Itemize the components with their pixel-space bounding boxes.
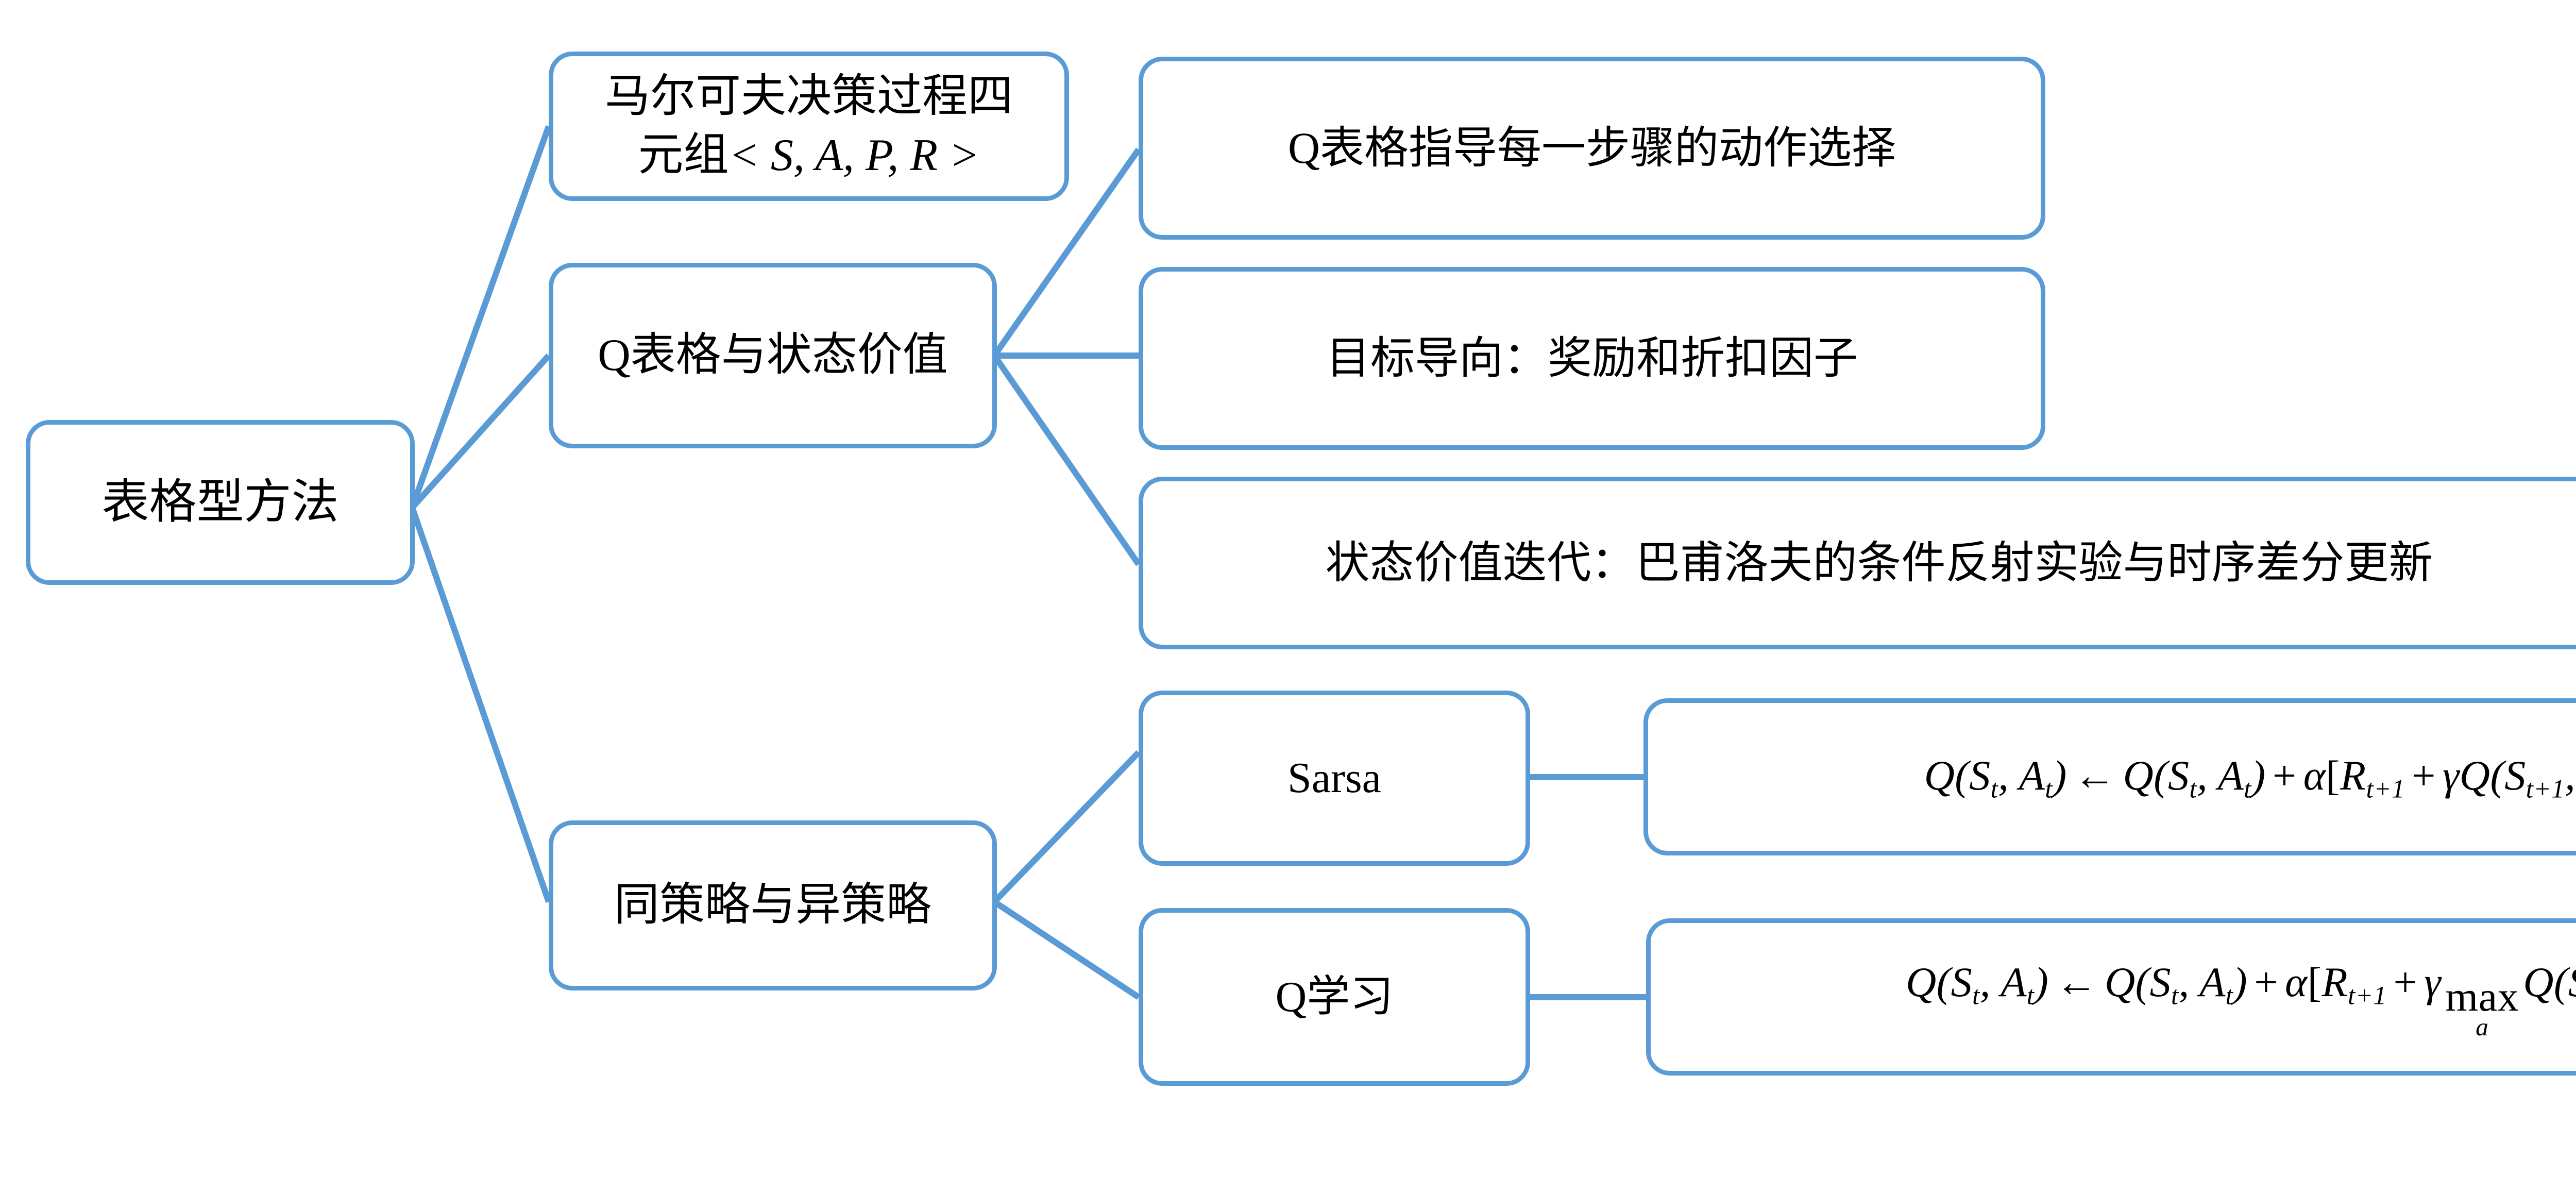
- node-q-learning-label: Q学习: [1275, 972, 1394, 1021]
- node-state-value-iteration-pavlov-td[interactable]: 状态价值迭代：巴甫洛夫的条件反射实验与时序差分更新: [1139, 477, 2576, 649]
- formula-sarsa: Q(St, At)←Q(St, At)+α[Rt+1+γQ(St+1, At+1…: [1924, 751, 2576, 803]
- node-q-table-child-2-label: 目标导向：奖励和折扣因子: [1326, 333, 1858, 383]
- node-q-table-label: Q表格与状态价值: [598, 330, 948, 380]
- link-root-to-qtable: [410, 353, 551, 510]
- node-q-table-child-3-label: 状态价值迭代：巴甫洛夫的条件反射实验与时序差分更新: [1325, 538, 2433, 587]
- node-sarsa-label: Sarsa: [1287, 754, 1381, 802]
- node-mdp-line1: 马尔可夫决策过程四: [604, 71, 1013, 122]
- node-mdp-text: 马尔可夫决策过程四 元组< S, A, P, R >: [567, 68, 1051, 186]
- link-qtable-to-child-3: [992, 354, 1141, 566]
- formula-q-learning: Q(St, At)←Q(St, At)+α[Rt+1+γmaxaQ(St+1, …: [1906, 958, 2576, 1041]
- node-q-table-guides-action-selection[interactable]: Q表格指导每一步骤的动作选择: [1139, 57, 2045, 240]
- node-q-table-state-value[interactable]: Q表格与状态价值: [549, 263, 997, 448]
- link-policy-to-qlearning: [992, 899, 1141, 1000]
- node-q-table-child-1-label: Q表格指导每一步骤的动作选择: [1287, 123, 1896, 173]
- node-mdp-line2-prefix: 元组: [638, 130, 729, 180]
- link-policy-to-sarsa: [992, 750, 1141, 904]
- node-root-label: 表格型方法: [101, 476, 339, 529]
- node-sarsa[interactable]: Sarsa: [1139, 691, 1530, 866]
- link-root-to-policy: [409, 507, 552, 903]
- node-root-tabular-methods[interactable]: 表格型方法: [26, 420, 415, 585]
- node-goal-oriented-reward-discount[interactable]: 目标导向：奖励和折扣因子: [1139, 267, 2045, 450]
- link-root-to-mdp: [409, 125, 552, 509]
- node-on-off-policy-label: 同策略与异策略: [614, 880, 931, 930]
- node-sarsa-update-formula[interactable]: Q(St, At)←Q(St, At)+α[Rt+1+γQ(St+1, At+1…: [1643, 698, 2576, 855]
- node-q-learning-update-formula[interactable]: Q(St, At)←Q(St, At)+α[Rt+1+γmaxaQ(St+1, …: [1646, 918, 2576, 1076]
- node-q-learning[interactable]: Q学习: [1139, 908, 1530, 1086]
- node-mdp-line2-math: < S, A, P, R >: [728, 130, 980, 180]
- node-mdp-tuple[interactable]: 马尔可夫决策过程四 元组< S, A, P, R >: [549, 52, 1069, 201]
- node-on-off-policy[interactable]: 同策略与异策略: [549, 820, 997, 990]
